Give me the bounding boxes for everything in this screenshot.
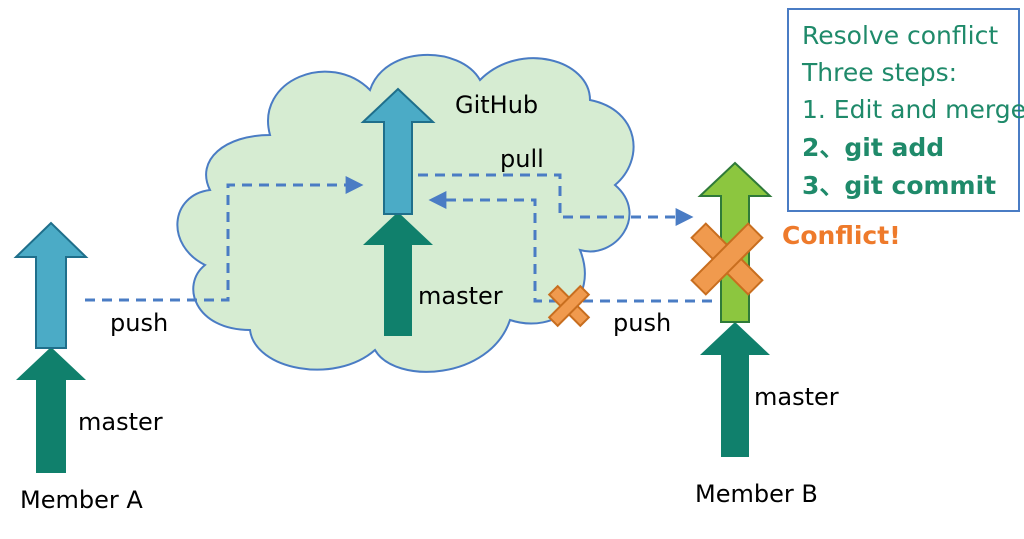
cloud-master-label: master — [418, 282, 503, 310]
conflict-cross-large — [690, 222, 764, 296]
member-a-master-label: master — [78, 408, 163, 436]
cloud-commit-arrow — [360, 87, 436, 215]
info-step-2: 2、git add — [802, 133, 944, 162]
push-b-label: push — [613, 309, 671, 337]
member-b-master-label: master — [754, 383, 839, 411]
info-subtitle: Three steps: — [801, 58, 957, 87]
member-a-name: Member A — [20, 486, 143, 514]
push-rejected-cross — [547, 284, 591, 328]
info-step-3: 3、git commit — [802, 171, 996, 200]
info-title: Resolve conflict — [802, 21, 998, 50]
member-a-master-arrow — [16, 347, 86, 473]
push-flow-b — [428, 191, 712, 303]
member-a-commit-arrow — [13, 221, 89, 349]
pull-flow — [418, 173, 694, 226]
resolution-steps-box: Resolve conflict Three steps: 1. Edit an… — [787, 8, 1024, 212]
pull-label: pull — [500, 145, 544, 173]
conflict-label: Conflict! — [782, 221, 901, 250]
github-label: GitHub — [455, 91, 538, 119]
member-b-name: Member B — [695, 480, 818, 508]
push-a-label: push — [110, 309, 168, 337]
push-flow-a — [85, 176, 364, 302]
cloud-master-arrow — [363, 212, 433, 336]
member-b-master-arrow — [700, 322, 770, 457]
info-step-1: 1. Edit and merge — [802, 95, 1024, 124]
